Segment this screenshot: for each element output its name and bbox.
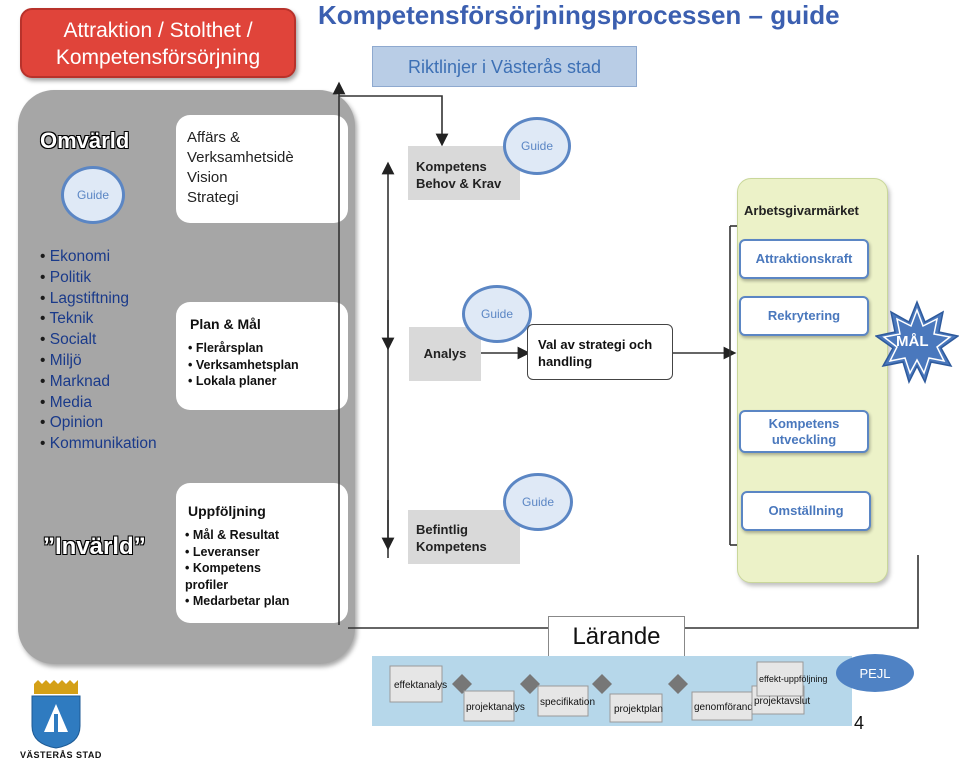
uppfoljning-item: Mål & Resultat xyxy=(185,527,305,544)
header-box-line1: Attraktion / Stolthet / xyxy=(63,19,253,42)
kompetens-utveckling-line2: utveckling xyxy=(771,432,837,447)
befintlig-line2: Kompetens xyxy=(416,539,487,554)
omvarld-item: Kommunikation xyxy=(40,434,157,455)
val-strategi-box: Val av strategi och handling xyxy=(527,324,673,380)
step-effektanalys: effektanalys xyxy=(389,665,447,703)
step-diamond-icon xyxy=(668,674,688,694)
step-label: genomförande xyxy=(694,702,759,713)
attraktionskraft-box: Attraktionskraft xyxy=(739,239,869,279)
omvarld-item: Teknik xyxy=(40,309,157,330)
uppfoljning-card: Uppföljning Mål & Resultat Leveranser Ko… xyxy=(176,483,348,623)
omvarld-list: Ekonomi Politik Lagstiftning Teknik Soci… xyxy=(40,247,157,455)
omvarld-item: Politik xyxy=(40,268,157,289)
step-diamond-icon xyxy=(592,674,612,694)
step-projektplan: projektplan xyxy=(609,693,663,723)
header-box-line2: Kompetensförsörjning xyxy=(55,46,261,69)
val-line2: handling xyxy=(538,354,593,369)
analys-label: Analys xyxy=(423,346,467,361)
step-label: effekt-uppföljning xyxy=(759,674,827,684)
uppfoljning-item: Kompetens profiler xyxy=(185,560,305,593)
larande-tab: Lärande xyxy=(548,616,685,656)
plan-item: Flerårsplan xyxy=(188,340,348,357)
arbetsgivarmarket-label: Arbetsgivarmärket xyxy=(744,203,859,218)
omvarld-item: Ekonomi xyxy=(40,247,157,268)
uppfoljning-item: Leveranser xyxy=(185,544,305,561)
befintlig-kompetens-box: Befintlig Kompetens xyxy=(408,510,520,564)
pejl-label: PEJL xyxy=(859,665,891,681)
omvarld-item: Opinion xyxy=(40,413,157,434)
uppfoljning-item: Medarbetar plan xyxy=(185,593,305,610)
omvarld-item: Socialt xyxy=(40,330,157,351)
omvarld-item: Marknad xyxy=(40,372,157,393)
logo-text: VÄSTERÅS STAD xyxy=(20,750,102,760)
plan-title: Plan & Mål xyxy=(190,316,261,332)
step-label: effektanalys xyxy=(394,680,447,691)
step-diamond-icon xyxy=(452,674,472,694)
kompetens-behov-box: Kompetens Behov & Krav xyxy=(408,146,520,200)
guide-circle-kompetens[interactable]: Guide xyxy=(503,117,571,175)
uppfoljning-list: Mål & Resultat Leveranser Kompetens prof… xyxy=(185,527,305,610)
kompetens-behov-line2: Behov & Krav xyxy=(416,176,502,191)
pejl-ellipse: PEJL xyxy=(836,654,914,692)
vasteras-crest-icon xyxy=(31,680,81,749)
guide-label: Guide xyxy=(76,188,110,202)
affars-line: Affärs & xyxy=(187,129,241,146)
analys-box: Analys xyxy=(409,327,481,381)
step-effektuppfoljning: effekt-uppföljning xyxy=(756,661,827,697)
plan-card: Plan & Mål Flerårsplan Verksamhetsplan L… xyxy=(176,302,348,410)
step-genomforande: genomförande xyxy=(691,691,759,721)
guide-label: Guide xyxy=(521,495,555,509)
guide-circle-befintlig[interactable]: Guide xyxy=(503,473,573,531)
subtitle-box: Riktlinjer i Västerås stad xyxy=(372,46,637,87)
affars-line: Vision xyxy=(187,169,228,186)
guide-label: Guide xyxy=(520,139,554,153)
guide-circle-omvarld[interactable]: Guide xyxy=(61,166,125,224)
page-title: Kompetensförsörjningsprocessen – guide xyxy=(318,0,840,30)
step-diamond-icon xyxy=(520,674,540,694)
kompetens-utveckling-box: Kompetens utveckling xyxy=(739,410,869,453)
page-number: 4 xyxy=(854,713,865,733)
affars-line: Verksamhetsidè xyxy=(187,149,294,166)
affars-card: Affärs & Verksamhetsidè Vision Strategi xyxy=(176,115,348,223)
invarld-label: ”Invärld” xyxy=(43,533,146,560)
rekrytering-box: Rekrytering xyxy=(739,296,869,336)
mal-star-icon xyxy=(875,300,959,384)
omstallning-box: Omställning xyxy=(741,491,871,531)
affars-line: Strategi xyxy=(187,189,239,206)
guide-circle-analys[interactable]: Guide xyxy=(462,285,532,343)
step-specifikation: specifikation xyxy=(537,685,595,717)
plan-item: Lokala planer xyxy=(188,373,348,390)
befintlig-line1: Befintlig xyxy=(416,522,468,537)
plan-item: Verksamhetsplan xyxy=(188,357,348,374)
omvarld-item: Lagstiftning xyxy=(40,289,157,310)
step-label: projektanalys xyxy=(466,702,525,713)
plan-list: Flerårsplan Verksamhetsplan Lokala plane… xyxy=(188,340,348,390)
uppfoljning-title: Uppföljning xyxy=(188,503,266,519)
omvarld-item: Media xyxy=(40,393,157,414)
header-title-box: Attraktion / Stolthet / Kompetensförsörj… xyxy=(20,8,296,78)
kompetens-behov-line1: Kompetens xyxy=(416,159,487,174)
val-line1: Val av strategi och xyxy=(538,337,653,352)
step-label: projektplan xyxy=(614,704,663,715)
step-projektanalys: projektanalys xyxy=(463,690,525,722)
guide-label: Guide xyxy=(480,307,514,321)
project-steps: effektanalys projektanalys specifikation… xyxy=(389,661,827,723)
step-label: projektavslut xyxy=(754,696,810,707)
kompetens-utveckling-line1: Kompetens xyxy=(768,416,840,431)
step-label: specifikation xyxy=(540,697,595,708)
omvarld-label: Omvärld xyxy=(40,128,130,153)
omvarld-item: Miljö xyxy=(40,351,157,372)
mal-label: MÅL xyxy=(896,333,929,350)
